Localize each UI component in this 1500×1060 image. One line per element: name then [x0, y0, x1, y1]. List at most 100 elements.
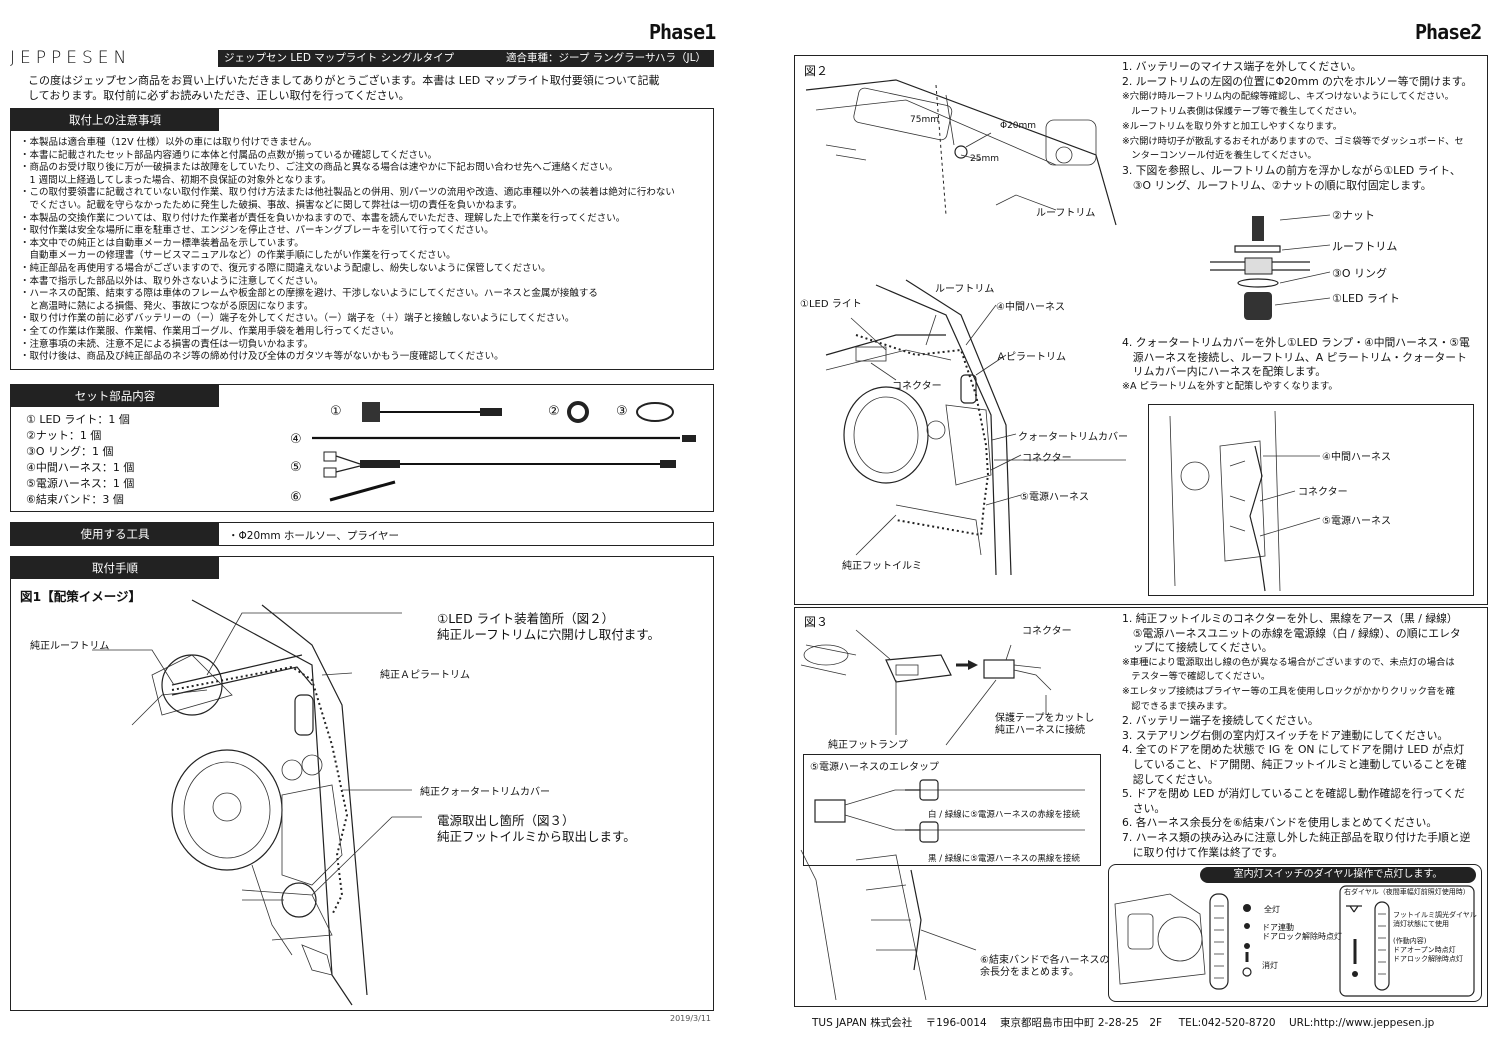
caution-item: ・全ての作業は作業服、作業帽、作業用ゴーグル、作業用手袋を着用し行ってください。: [20, 325, 400, 337]
fig2-mount-illustration: [1210, 214, 1331, 320]
part-marker: ④: [290, 432, 302, 447]
fig2-label-quarter-trim: クォータートリムカバー: [1018, 432, 1128, 443]
fig3-label-black-green: 黒 / 緑線に⑤電源ハーネスの黒線を接続: [928, 854, 1080, 864]
caution-item: ・商品のお受け取り後に万が一破損または故障をしていたり、ご注文の商品と異なる場合…: [20, 162, 618, 174]
parts-illustration: [312, 401, 696, 502]
footer-address: 東京都昭島市田中町 2-28-25 2F: [1000, 1017, 1163, 1029]
power-harness-icon: [323, 451, 337, 462]
fig3-label-white-green: 白 / 緑線に⑤電源ハーネスの赤線を接続: [928, 810, 1080, 820]
part-marker: ⑤: [290, 460, 302, 475]
step-line: 2. バッテリー端子を接続してください。: [1122, 714, 1319, 728]
fig3-eletap-inset: [803, 754, 1101, 866]
fig2-title: 図２: [804, 64, 829, 78]
fig2-label-roof-trim: ルーフトリム: [1036, 208, 1096, 219]
tools-box: [10, 522, 714, 546]
caution-item: と高温時に熱による損傷、発火、事故につながる原因になります。: [20, 300, 314, 312]
fig2-label-led-light: ①LED ライト: [800, 299, 862, 310]
fig1-label-a-pillar: 純正Ａピラートリム: [380, 670, 470, 681]
parts-header: セット部品内容: [11, 385, 219, 407]
doc-date: 2019/3/11: [670, 1014, 712, 1023]
part-item: ① LED ライト：1 個: [26, 413, 130, 426]
fig3-label-band-1: ⑥結束バンドで各ハーネスの: [980, 955, 1110, 966]
part-item: ②ナット：1 個: [26, 429, 102, 442]
fig3-label-connector: コネクター: [1022, 626, 1072, 637]
step-line: テスター等で確認してください。: [1122, 671, 1271, 683]
step-line: 源ハーネスを接続し、ルーフトリム、A ピラートリム・クォータート: [1122, 350, 1467, 364]
step-line: ※車種により電源取出し線の色が異なる場合がございますので、未点灯の場合は: [1122, 656, 1455, 668]
procedure-box: [10, 556, 714, 1011]
switch-illustration: [1114, 885, 1475, 997]
footer-zip: 〒196-0014: [925, 1017, 987, 1029]
caution-item: ・本書に記載されたセット部品内容通りに本体と付属品の点数が揃っているか確認してく…: [20, 149, 437, 161]
fig2-label-mid-harness: ④中間ハーネス: [996, 302, 1065, 313]
fig2-label-nut: ②ナット: [1332, 209, 1375, 222]
step-line: 6. 各ハーネス余長分を⑥結束バンドを使用しまとめてください。: [1122, 816, 1438, 830]
fig3-label-eletap: ⑤電源ハーネスのエレタップ: [810, 762, 939, 773]
step-line: ⑤電源ハーネスユニットの赤線を電源線（白 / 緑線）、の順にエレタ: [1122, 626, 1461, 640]
nut-icon: [567, 401, 589, 423]
step-line: ※A ピラートリムを外すと配策しやすくなります。: [1122, 380, 1338, 392]
step-line: ルーフトリム表側は保護テープ等で養生してください。: [1122, 105, 1363, 117]
footer-url-link[interactable]: URL:http://www.jeppesen.jp: [1288, 1017, 1435, 1029]
fig2-dim-phi20: Φ20mm: [1000, 121, 1037, 131]
fig1-label-led-location: ①LED ライト装着箇所（図２）: [437, 611, 615, 626]
step-line: ンターコンソール付近を養生してください。: [1122, 150, 1317, 162]
step-line: 4. 全てのドアを閉めた状態で IG を ON にしてドアを開け LED が点灯: [1122, 743, 1465, 757]
caution-item: でください。記載を守らなかったために発生した破損、事故、損害などに関して弊社は一…: [20, 199, 523, 211]
cautions-header: 取付上の注意事項: [11, 109, 219, 131]
title-bar: ジェップセン LED マップライト シングルタイプ 適合車種：ジープ ラングラー…: [218, 50, 714, 67]
caution-item: 自動車メーカーの修理書（サービスマニュアルなど）の作業手順にしたがい作業を行って…: [20, 250, 456, 262]
fig2-box: [794, 55, 1488, 605]
switch-right-dial-note-2: 消灯状態にて使用: [1393, 920, 1449, 928]
fig2-label-o-ring: ③O リング: [1332, 267, 1388, 280]
caution-item: ・取付け後は、商品及び純正部品のネジ等の締め付け及び全体のガタツキ等がないかもう…: [20, 351, 504, 363]
switch-panel: [1108, 864, 1482, 1002]
step-line: に取り付けて作業は終了です。: [1122, 845, 1283, 859]
fig1-label-power-location-note: 純正フットイルミから取出します。: [437, 829, 636, 844]
part-item: ⑥結束バンド：3 個: [26, 493, 124, 506]
fig2-steps: 1. バッテリーのマイナス端子を外してください。 2. ルーフトリムの左図の位置…: [1122, 60, 1472, 194]
caution-item: ・純正部品を再使用する場合がございますので、復元する際に間違えないよう配慮し、紛…: [20, 262, 551, 274]
fig1-title: 図1【配策イメージ】: [20, 589, 141, 604]
part-item: ④中間ハーネス：1 個: [26, 461, 135, 474]
fig2-detail-label-connector: コネクター: [1298, 487, 1348, 498]
switch-label-off: 消灯: [1262, 961, 1278, 970]
fig2-label-connector-2: コネクター: [1022, 453, 1072, 464]
phase2-label: Phase2: [1415, 20, 1482, 44]
step-line: ※エレタップ接続はプライヤー等の工具を使用しロックがかかりクリック音を確: [1122, 685, 1455, 697]
fig2-label-foot-illumination: 純正フットイルミ: [842, 561, 922, 572]
part-marker: ③: [616, 404, 628, 419]
vehicle-fit: 適合車種：ジープ ラングラーサハラ（JL）: [505, 52, 706, 64]
step-line: ※穴開け時切子が散乱するおそれがありますので、ゴミ袋等でダッシュボード、セ: [1122, 135, 1464, 147]
fig3-label-band-2: 余長分をまとめます。: [980, 967, 1079, 978]
switch-panel-title: 室内灯スイッチのダイヤル操作で点灯します。: [1200, 867, 1476, 883]
parts-list: ① LED ライト：1 個 ②ナット：1 個 ③O リング：1 個 ④中間ハーネ…: [26, 412, 134, 508]
fig3-label-tape-2: 純正ハーネスに接続: [995, 725, 1085, 736]
fig2-label-power-harness: ⑤電源ハーネス: [1020, 492, 1089, 503]
fig3-eletap-illustration: [814, 779, 1085, 843]
step-line: ップにて接続してください。: [1122, 641, 1273, 655]
tools-text: ・Φ20mm ホールソー、プライヤー: [228, 530, 399, 542]
step-line: 4. クォータートリムカバーを外し①LED ランプ・④中間ハーネス・⑤電: [1122, 336, 1470, 349]
step-line: 認してください。: [1122, 772, 1219, 786]
product-title: ジェップセン LED マップライト シングルタイプ: [224, 52, 455, 64]
intro-line: しております。取付前に必ずお読みいただき、正しい取付を行ってください。: [28, 88, 410, 102]
step-line: 2. ルーフトリムの左図の位置にΦ20mm の穴をホルソー等で開けます。: [1122, 74, 1473, 88]
fig2-detail-illustration: [1169, 410, 1321, 592]
part-marker: ①: [330, 404, 342, 419]
o-ring-icon: [636, 402, 674, 422]
step-line: ③O リング、ルーフトリム、②ナットの順に取付固定します。: [1122, 179, 1432, 193]
fig2-pillar-illustration: [825, 279, 1126, 576]
switch-label-on: 全灯: [1264, 905, 1280, 914]
switch-right-dial-note-5: ドアロック解除時点灯: [1393, 955, 1463, 963]
caution-item: ・この取付要領書に記載されていない取付作業、取り付け方法または他社製品との併用、…: [20, 187, 675, 199]
cautions-list: ・本製品は適合車種（12V 仕様）以外の車には取り付けできません。 ・本書に記載…: [20, 137, 675, 364]
fig2-dim-25: 25mm: [970, 154, 999, 164]
fig2-step4: 4. クォータートリムカバーを外し①LED ランプ・④中間ハーネス・⑤電 源ハー…: [1122, 336, 1470, 394]
caution-item: ・注意事項の未読、注意不足による損害の責任は一切負いかねます。: [20, 338, 314, 350]
step-line: ※ルーフトリムを取り外すと加工しやすくなります。: [1122, 120, 1343, 132]
caution-item: 1 週間以上経過してしまった場合、初期不良保証の対象外となります。: [20, 174, 332, 186]
fig3-steps: 1. 純正フットイルミのコネクターを外し、黒線をアース（黒 / 緑線） ⑤電源ハ…: [1122, 612, 1470, 860]
fig2-label-roof-trim-3: ルーフトリム: [935, 284, 995, 295]
caution-item: ・取り付け作業の前に必ずバッテリーの（ー）端子を外してください。（ー）端子を（＋…: [20, 313, 575, 325]
